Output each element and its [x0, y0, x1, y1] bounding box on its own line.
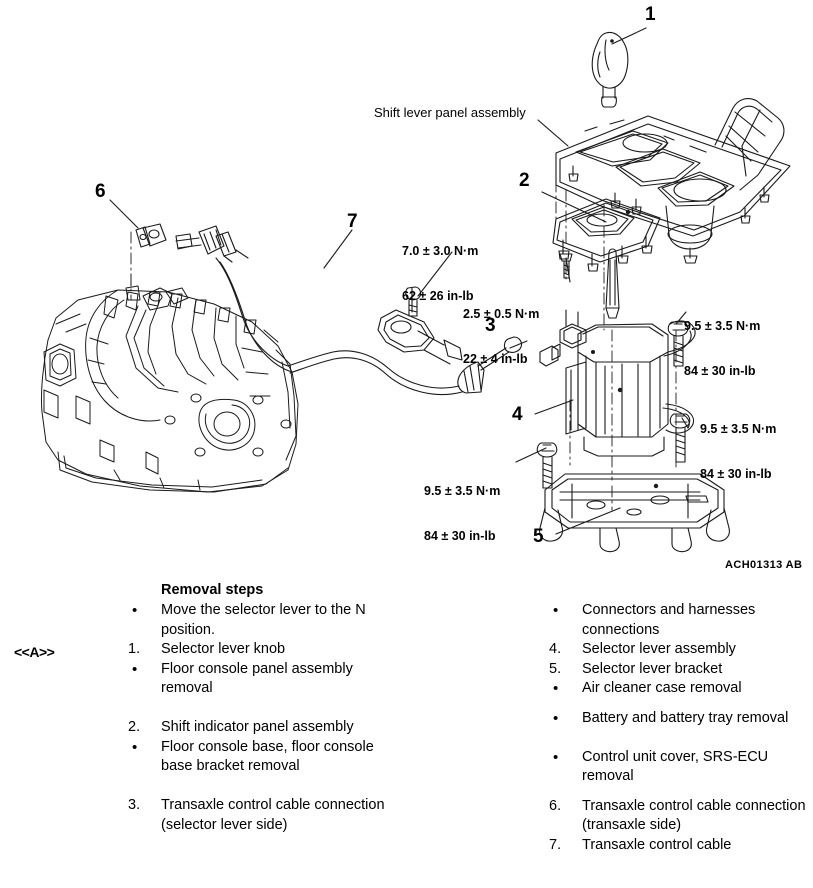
removal-step-item: • Floor console panel assembly removal: [128, 660, 403, 699]
cable-transaxle-end-drawing: [135, 223, 293, 373]
removal-step-item: • Floor console base, floor console base …: [128, 738, 403, 777]
step-text: Transaxle control cable connection (tran…: [582, 797, 806, 834]
callout-4: 4: [512, 404, 523, 425]
transaxle-control-cable-drawing: [287, 286, 523, 395]
callout-3: 3: [485, 315, 496, 336]
lever-mounting-bolts: [536, 321, 691, 489]
step-text: Selector lever assembly: [582, 641, 736, 657]
torque-spec-lever-bracket: 9.5 ± 3.5 N·m 84 ± 30 in-lb: [424, 454, 500, 574]
section-marker: <<A>>: [14, 644, 55, 660]
drawing-id: ACH01313 AB: [725, 559, 803, 571]
removal-step-item: 2. Shift indicator panel assembly: [128, 718, 403, 738]
removal-step-item: • Air cleaner case removal: [549, 679, 813, 699]
step-number-marker: 6.: [549, 797, 562, 814]
removal-step-item: 1. Selector lever knob: [128, 640, 403, 660]
removal-steps-left-column: Removal steps • Move the selector lever t…: [128, 580, 403, 835]
torque-metric: 7.0 ± 3.0 N·m: [402, 244, 479, 258]
removal-steps-list-left: • Move the selector lever to the N positi…: [128, 601, 403, 835]
step-bullet-marker: •: [132, 660, 138, 678]
step-text: Shift indicator panel assembly: [161, 719, 354, 735]
removal-step-item: • Control unit cover, SRS-ECU removal: [549, 748, 813, 787]
shift-lever-panel-assembly-label: Shift lever panel assembly: [374, 105, 526, 120]
diagram-canvas: [40, 27, 791, 553]
torque-imperial: 84 ± 30 in-lb: [700, 467, 772, 481]
removal-step-item: 3. Transaxle control cable connection (se…: [128, 796, 403, 835]
selector-lever-knob-drawing: [591, 31, 629, 108]
callout-1: 1: [645, 4, 656, 25]
step-text: Selector lever knob: [161, 641, 286, 657]
callout-5: 5: [533, 526, 544, 547]
removal-steps-right-column: • Connectors and harnesses connections 4. S…: [549, 580, 813, 855]
torque-imperial: 22 ± 4 in-lb: [463, 352, 528, 366]
removal-step-item: • Battery and battery tray removal: [549, 709, 813, 729]
callout-7: 7: [347, 211, 358, 232]
removal-step-item: 5. Selector lever bracket: [549, 660, 813, 680]
removal-step-item: • Move the selector lever to the N positi…: [128, 601, 403, 640]
step-number-marker: 1.: [128, 641, 141, 657]
right-column-spacer: [549, 580, 813, 601]
torque-metric: 9.5 ± 3.5 N·m: [684, 319, 761, 333]
torque-spec-lever-assembly-upper: 9.5 ± 3.5 N·m 84 ± 30 in-lb: [684, 289, 760, 409]
torque-spec-cable-bracket: 7.0 ± 3.0 N·m 62 ± 26 in-lb: [402, 214, 478, 334]
removal-steps-title: Removal steps: [161, 582, 264, 598]
step-text: Floor console base, floor console base b…: [161, 738, 374, 775]
step-number-marker: 4.: [549, 641, 562, 657]
assembly-axis-lines: [130, 159, 677, 511]
step-bullet-marker: •: [553, 709, 559, 727]
torque-imperial: 84 ± 30 in-lb: [424, 529, 496, 543]
torque-metric: 9.5 ± 3.5 N·m: [700, 422, 777, 436]
removal-steps-section: <<A>> Removal steps • Move the selector l…: [0, 580, 813, 888]
removal-step-item: • Connectors and harnesses connections: [549, 601, 813, 640]
step-text: Control unit cover, SRS-ECU removal: [582, 748, 769, 785]
step-number-marker: 5.: [549, 660, 562, 677]
callout-6: 6: [95, 181, 106, 202]
removal-step-item: 4. Selector lever assembly: [549, 640, 813, 660]
step-text: Connectors and harnesses connections: [582, 602, 756, 638]
removal-steps-list-right: • Connectors and harnesses connections 4. S…: [549, 601, 813, 855]
torque-imperial: 62 ± 26 in-lb: [402, 289, 474, 303]
step-text: Selector lever bracket: [582, 660, 723, 677]
step-text: Floor console panel assembly removal: [161, 660, 353, 697]
torque-spec-shift-indicator-panel: 2.5 ± 0.5 N·m 22 ± 4 in-lb: [463, 277, 539, 397]
step-number-marker: 2.: [128, 719, 141, 735]
step-bullet-marker: •: [553, 680, 559, 697]
step-number-marker: 3.: [128, 797, 141, 813]
removal-step-item: 7. Transaxle control cable: [549, 836, 813, 856]
step-text: Battery and battery tray removal: [582, 709, 789, 726]
torque-metric: 9.5 ± 3.5 N·m: [424, 484, 501, 498]
step-text: Air cleaner case removal: [582, 680, 742, 696]
torque-metric: 2.5 ± 0.5 N·m: [463, 307, 540, 321]
torque-imperial: 84 ± 30 in-lb: [684, 364, 756, 378]
step-bullet-marker: •: [553, 748, 559, 766]
step-bullet-marker: •: [132, 602, 138, 619]
step-text: Transaxle control cable: [582, 836, 732, 853]
step-text: Move the selector lever to the N positio…: [161, 602, 366, 638]
step-bullet-marker: •: [132, 738, 138, 756]
torque-spec-lever-assembly-lower: 9.5 ± 3.5 N·m 84 ± 30 in-lb: [700, 392, 776, 512]
step-number-marker: 7.: [549, 836, 562, 853]
indicator-panel-screw: [559, 248, 573, 279]
callout-2: 2: [519, 170, 530, 191]
step-bullet-marker: •: [553, 602, 559, 619]
step-text: Transaxle control cable connection (sele…: [161, 797, 385, 833]
selector-lever-assembly-drawing: [539, 248, 696, 457]
floor-console-panel-assembly-drawing: [555, 98, 791, 264]
transaxle-case-drawing: [40, 273, 299, 493]
exploded-diagram: 1 2 3 4 5 6 7 Shift lever panel assembly…: [40, 4, 803, 574]
removal-step-item: 6. Transaxle control cable connection (tr…: [549, 797, 813, 836]
leader-lines: [109, 27, 689, 535]
shift-indicator-panel-drawing: [552, 198, 661, 272]
